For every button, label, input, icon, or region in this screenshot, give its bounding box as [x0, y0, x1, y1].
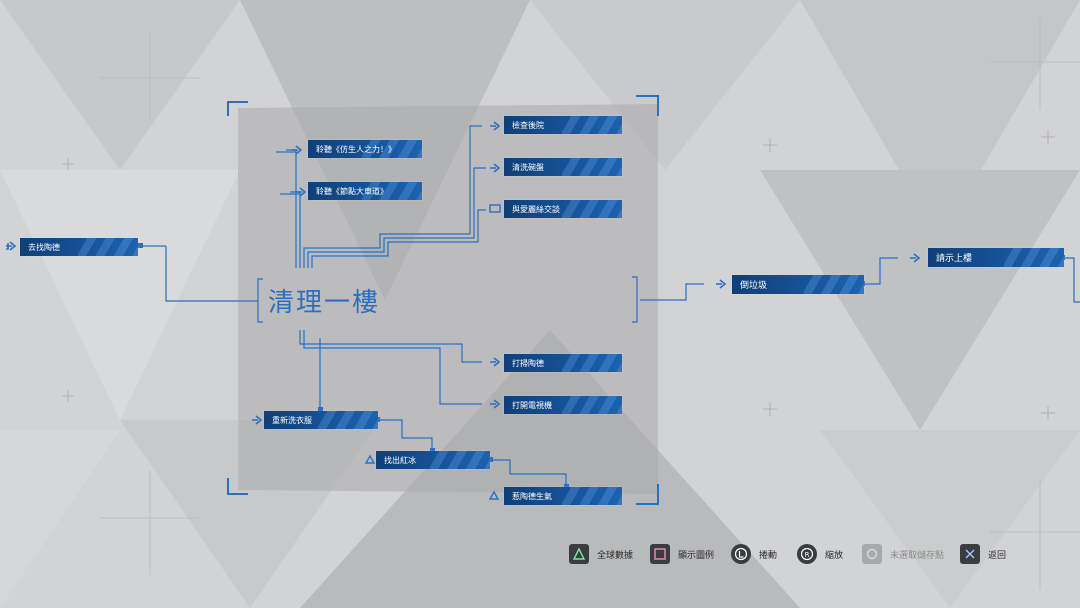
node-open-tv[interactable]: 打開電視機	[504, 396, 622, 414]
node-clean-todd[interactable]: 打掃陶德	[504, 354, 622, 372]
node-label: 打掃陶德	[512, 358, 544, 368]
node-label: 請示上樓	[936, 254, 973, 264]
circle-icon	[862, 544, 882, 564]
triangle-icon	[569, 544, 589, 564]
node-label: 檢查後院	[512, 120, 544, 130]
node-label: 與愛麗絲交談	[512, 204, 560, 214]
chapter-title: 清理一樓	[268, 288, 381, 318]
unsaved-label: 未選取儲存點	[890, 550, 945, 561]
node-label: 聆聽《節點大車道》	[316, 186, 388, 196]
node-label: 去找陶德	[28, 242, 60, 252]
global-stats-button[interactable]: 全球數據	[569, 543, 633, 565]
show-legend-button[interactable]: 顯示圖例	[650, 543, 714, 565]
svg-text:R: R	[805, 551, 810, 559]
square-icon	[650, 544, 670, 564]
node-label: 重新洗衣服	[272, 415, 312, 425]
node-listen-2[interactable]: 聆聽《節點大車道》	[308, 182, 422, 200]
node-inspect-backyard[interactable]: 檢查後院	[504, 116, 622, 134]
footer-controls: 全球數據 顯示圖例 捲動 R 縮放 未選取儲存點 返回	[0, 543, 1080, 567]
node-todd-angry[interactable]: 惹陶德生氣	[504, 487, 622, 505]
node-find-sound[interactable]: 去找陶德	[20, 238, 138, 256]
cross-icon	[960, 544, 980, 564]
show-legend-label: 顯示圖例	[678, 550, 715, 561]
node-label: 倒垃圾	[740, 281, 768, 291]
global-stats-label: 全球數據	[597, 550, 634, 561]
node-label: 清洗碗盤	[512, 162, 544, 172]
node-talk-alice[interactable]: 與愛麗絲交談	[504, 200, 622, 218]
node-laundry[interactable]: 重新洗衣服	[264, 411, 378, 429]
move-button[interactable]: 捲動	[731, 543, 777, 565]
node-label: 惹陶德生氣	[512, 491, 552, 501]
node-listen-1[interactable]: 聆聽《仿生人之力！》	[308, 140, 422, 158]
move-label: 捲動	[759, 550, 778, 561]
node-throw-trash[interactable]: 倒垃圾	[732, 275, 864, 294]
back-label: 返回	[988, 550, 1007, 561]
r-stick-icon: R	[797, 544, 817, 564]
back-button[interactable]: 返回	[960, 543, 1006, 565]
zoom-label: 縮放	[825, 550, 844, 561]
node-go-upstairs[interactable]: 請示上樓	[928, 248, 1064, 267]
zoom-button[interactable]: R 縮放	[797, 543, 843, 565]
node-wash-dishes[interactable]: 清洗碗盤	[504, 158, 622, 176]
node-find-alice[interactable]: 找出紅冰	[376, 451, 490, 469]
node-label: 聆聽《仿生人之力！》	[316, 144, 396, 154]
unsaved-button: 未選取儲存點	[862, 543, 944, 565]
node-label: 找出紅冰	[384, 455, 416, 465]
node-label: 打開電視機	[512, 400, 552, 410]
l-stick-icon	[731, 544, 751, 564]
